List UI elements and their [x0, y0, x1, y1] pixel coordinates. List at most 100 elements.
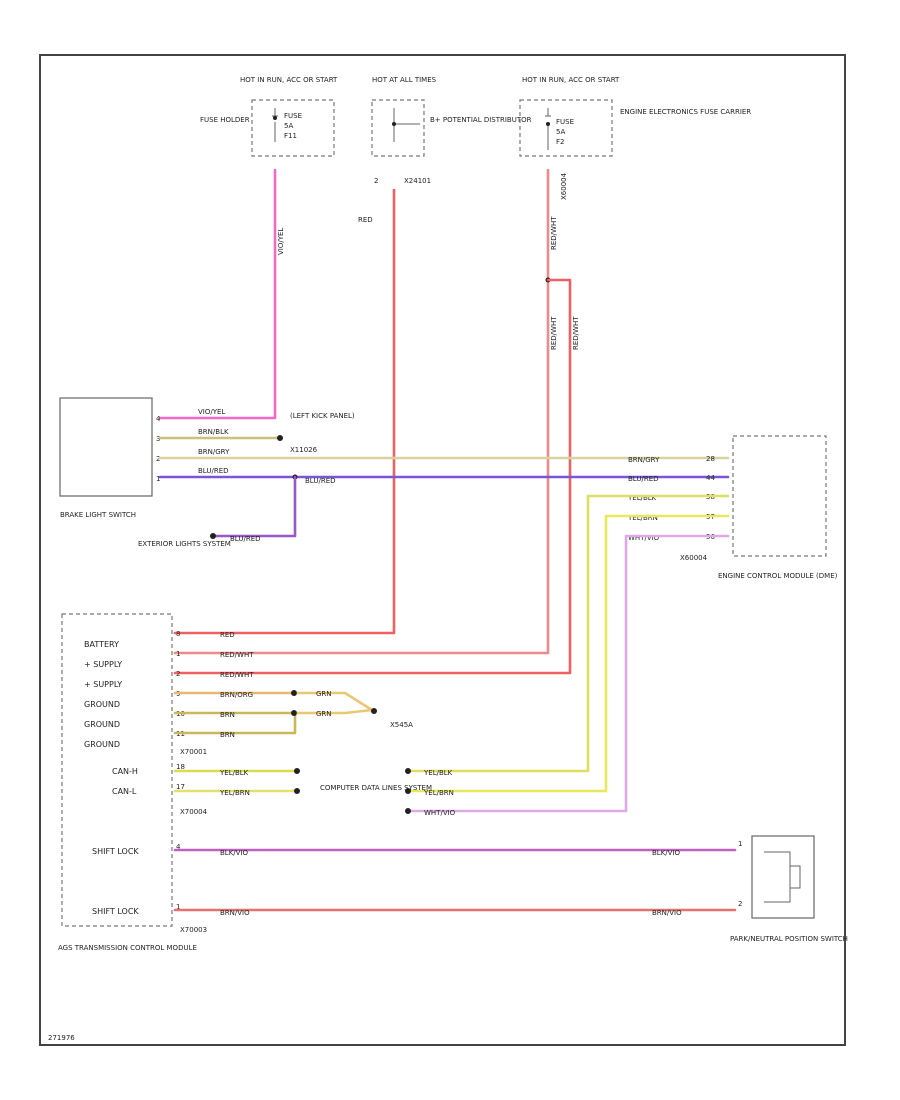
supply1-red-label-2: RED/WHT [550, 316, 558, 350]
supply1-red-wire [173, 168, 550, 655]
tcm-wire-supply-2-label: RED/WHT [220, 671, 254, 679]
tcm-name: AGS TRANSMISSION CONTROL MODULE [58, 944, 197, 952]
potential-dist-dot [392, 122, 396, 126]
tcm-wire-battery-label: RED [220, 631, 235, 639]
brake-pin-1: 1 [156, 475, 160, 483]
tcm-wire-shift-1-label: BLK/VIO [220, 849, 249, 857]
brake-switch-name: BRAKE LIGHT SWITCH [60, 511, 136, 519]
ground-branch-wire-2 [296, 708, 374, 715]
electronics-fuse-box [519, 99, 613, 157]
electronics-fuse-fuse: FUSE [556, 118, 574, 126]
diagram-code: 271976 [48, 1034, 75, 1042]
electronics-fuse-amps: 5A [556, 128, 565, 136]
data-wire-3-label: WHT/VIO [424, 809, 456, 817]
pink-feed-wire [158, 168, 277, 420]
potential-distributor-group: HOT AT ALL TIMES B+ POTENTIAL DISTRIBUTO… [371, 76, 532, 185]
potential-dist-symbol [393, 108, 420, 142]
exterior-wire-label: BLU/RED [230, 535, 261, 543]
tcm-wire-shift-2-label: BRN/VIO [220, 909, 250, 917]
tcm-wire-ground-2-label: BRN [220, 711, 235, 719]
ground-dot-2 [291, 710, 297, 716]
can-l-ecm-wire [408, 514, 730, 793]
potential-dist-hot-label: HOT AT ALL TIMES [372, 76, 437, 84]
tcm-wire-ground-1-label: BRN/ORG [220, 691, 253, 699]
tcm-label-can-l: CAN-L [112, 787, 137, 796]
potential-dist-pin: 2 [374, 177, 378, 185]
tcm-label-battery: BATTERY [84, 640, 119, 649]
supply2-red-label: RED/WHT [572, 316, 580, 350]
electronics-fuse-dot [546, 122, 550, 126]
ecm-name: ENGINE CONTROL MODULE (DME) [718, 572, 838, 580]
tcm-pin-supply-1: 1 [176, 650, 180, 658]
ecm-connector: X60004 [680, 554, 708, 562]
tcm-pin-can-h: 18 [176, 763, 185, 771]
tcm-connector-3: X70003 [180, 926, 207, 934]
branch-wire-label: BLU/RED [305, 477, 336, 485]
tcm-wire-can-h-label: YEL/BLK [219, 769, 249, 777]
electronics-fuse-hot-label: HOT IN RUN, ACC OR START [522, 76, 620, 84]
ground-wire-1-label: GRN [316, 690, 332, 698]
potential-dist-name: B+ POTENTIAL DISTRIBUTOR [430, 116, 532, 124]
ecm-pin-28: 28 [706, 455, 715, 463]
ecm-wire-1-label: BRN/GRY [628, 456, 660, 464]
brake-wire-2-label: BRN/BLK [198, 428, 229, 436]
data-lines-name: COMPUTER DATA LINES SYSTEM [320, 784, 432, 792]
ground-point-dot [371, 708, 377, 714]
brake-wire-1-label: VIO/YEL [198, 408, 225, 416]
brake-light-switch: BRAKE LIGHT SWITCH 4 3 2 1 [59, 397, 161, 519]
tcm-connector-1: X70001 [180, 748, 207, 756]
ecm-pin-44: 44 [706, 474, 715, 482]
data-dot-3 [405, 808, 411, 814]
battery-red-wire [173, 188, 396, 635]
tcm-box [61, 613, 173, 927]
tcm-pin-supply-2: 2 [176, 670, 180, 678]
tcm-pin-battery: 8 [176, 630, 180, 638]
tcm-label-ground-3: GROUND [84, 740, 120, 749]
tcm-pin-can-l: 17 [176, 783, 185, 791]
fuse-holder-id: F11 [284, 132, 297, 140]
brake-switch-box [59, 397, 153, 497]
pn-switch-name: PARK/NEUTRAL POSITION SWITCH [730, 935, 848, 943]
data-dot-2 [405, 788, 411, 794]
electronics-fuse-name: ENGINE ELECTRONICS FUSE CARRIER [620, 108, 751, 116]
fuse-holder-group: HOT IN RUN, ACC OR START FUSE HOLDER FUS… [200, 76, 338, 157]
potential-dist-box [371, 99, 425, 157]
ground-id: X545A [390, 721, 413, 729]
electronics-fuse-id: F2 [556, 138, 564, 146]
kick-panel-name: (LEFT KICK PANEL) [290, 412, 355, 420]
tcm-wire-can-l-label: YEL/BRN [219, 789, 250, 797]
tcm-connector-2: X70004 [180, 808, 208, 816]
ecm-wire-5-label: WHT/VIO [628, 534, 660, 542]
fuse-holder-hot-label: HOT IN RUN, ACC OR START [240, 76, 338, 84]
tcm-label-ground-1: GROUND [84, 700, 120, 709]
exterior-lights-dot [210, 533, 216, 539]
can-h-ecm-wire [408, 494, 730, 773]
fuse-holder-box [251, 99, 335, 157]
kick-panel-id: X11026 [290, 446, 318, 454]
fuse-holder-dot [273, 116, 277, 120]
pn-switch-box [751, 835, 815, 919]
ground-wire-2-label: GRN [316, 710, 332, 718]
tcm-label-ground-2: GROUND [84, 720, 120, 729]
pink-feed-label: VIO/YEL [277, 228, 285, 255]
tcm-label-supply-2: + SUPPLY [84, 680, 122, 689]
pn-pin-1: 1 [738, 840, 742, 848]
ecm-wire-2-label: BLU/RED [628, 475, 659, 483]
park-neutral-switch: 1 2 PARK/NEUTRAL POSITION SWITCH [730, 835, 848, 943]
ground-dot-1 [291, 690, 297, 696]
ground-wire-3 [173, 711, 297, 735]
ecm-box [732, 435, 827, 557]
fuse-holder-amps: 5A [284, 122, 293, 130]
supply1-red-label: RED/WHT [550, 216, 558, 250]
can-l-tcm-dot [294, 788, 300, 794]
brake-pin-3: 3 [156, 435, 160, 443]
electronics-fuse-group: HOT IN RUN, ACC OR START ENGINE ELECTRON… [519, 76, 751, 200]
fuse-holder-fuse-symbol [272, 108, 278, 142]
data-wire-1-label: YEL/BLK [423, 769, 453, 777]
data-wire-2-label: YEL/BRN [423, 789, 454, 797]
transmission-control-module: AGS TRANSMISSION CONTROL MODULE X70001 X… [58, 613, 208, 952]
tcm-wire-supply-1-label: RED/WHT [220, 651, 254, 659]
computer-data-lines: COMPUTER DATA LINES SYSTEM YEL/BLK YEL/B… [320, 768, 456, 817]
exterior-lights-name: EXTERIOR LIGHTS SYSTEM [138, 540, 231, 548]
